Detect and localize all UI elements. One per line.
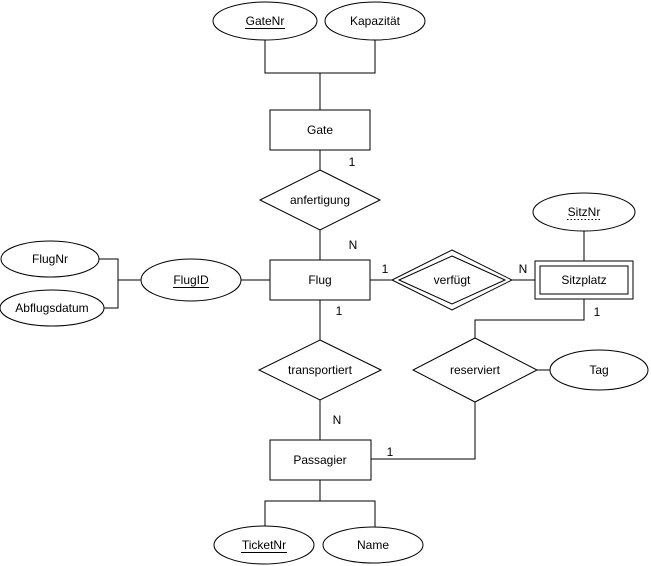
edge-flug-attributes-bracket xyxy=(99,258,141,309)
attribute-flugid[interactable]: FlugID xyxy=(140,258,242,302)
edge-sitzplatz-reserviert xyxy=(474,299,585,338)
attribute-name-label: Name xyxy=(357,538,389,552)
cardinality-reserviert-passagier: 1 xyxy=(387,445,394,459)
attribute-flugid-label: FlugID xyxy=(173,273,209,287)
cardinality-transportiert-passagier: N xyxy=(333,413,342,427)
cardinality-flug-transportiert: 1 xyxy=(336,304,343,318)
attribute-abflugsdatum-label: Abflugsdatum xyxy=(15,301,88,315)
attribute-ticketnr-label: TicketNr xyxy=(242,538,286,552)
attribute-kapazitaet[interactable]: Kapazität xyxy=(324,1,426,41)
verfuegt-identifying-inner-border xyxy=(397,255,507,305)
cardinality-sitzplatz-reserviert: 1 xyxy=(594,305,601,319)
entity-sitzplatz-label: Sitzplatz xyxy=(561,273,606,287)
cardinality-flug-verfuegt: 1 xyxy=(382,262,389,276)
relationship-transportiert-label: transportiert xyxy=(288,363,353,377)
edge-gate-attributes xyxy=(264,40,376,110)
relationship-verfuegt[interactable]: verfügt xyxy=(390,249,514,311)
entity-passagier[interactable]: Passagier xyxy=(269,439,372,481)
attribute-ticketnr[interactable]: TicketNr xyxy=(213,525,315,565)
edge-reserviert-passagier xyxy=(371,402,476,460)
attribute-name[interactable]: Name xyxy=(322,526,424,564)
entity-flug[interactable]: Flug xyxy=(269,259,371,301)
attribute-flugnr[interactable]: FlugNr xyxy=(0,240,100,278)
relationship-anfertigung[interactable]: anfertigung xyxy=(258,169,382,231)
attribute-sitznr[interactable]: SitzNr xyxy=(532,192,636,232)
cardinality-gate-anfertigung: 1 xyxy=(349,155,356,169)
entity-sitzplatz[interactable]: Sitzplatz xyxy=(534,260,634,300)
attribute-abflugsdatum[interactable]: Abflugsdatum xyxy=(0,289,105,327)
attribute-gatenr-label: GateNr xyxy=(246,14,285,28)
relationship-transportiert[interactable]: transportiert xyxy=(257,339,383,401)
cardinality-verfuegt-sitzplatz: N xyxy=(519,262,528,276)
entity-flug-label: Flug xyxy=(308,273,331,287)
relationship-reserviert-label: reserviert xyxy=(450,363,501,377)
attribute-gatenr[interactable]: GateNr xyxy=(212,1,318,41)
attribute-tag-label: Tag xyxy=(589,363,608,377)
attribute-tag[interactable]: Tag xyxy=(549,349,649,391)
edge-passagier-attributes xyxy=(264,480,376,527)
attribute-flugnr-label: FlugNr xyxy=(32,252,68,266)
cardinality-anfertigung-flug: N xyxy=(349,238,358,252)
relationship-anfertigung-label: anfertigung xyxy=(290,193,350,207)
relationship-verfuegt-label: verfügt xyxy=(434,273,471,287)
entity-passagier-label: Passagier xyxy=(293,453,346,467)
attribute-kapazitaet-label: Kapazität xyxy=(350,14,401,28)
entity-gate-label: Gate xyxy=(307,123,333,137)
attribute-sitznr-label: SitzNr xyxy=(568,205,601,219)
sitzplatz-weak-inner-border xyxy=(539,265,629,295)
entity-gate[interactable]: Gate xyxy=(269,109,371,151)
relationship-reserviert[interactable]: reserviert xyxy=(411,337,539,403)
